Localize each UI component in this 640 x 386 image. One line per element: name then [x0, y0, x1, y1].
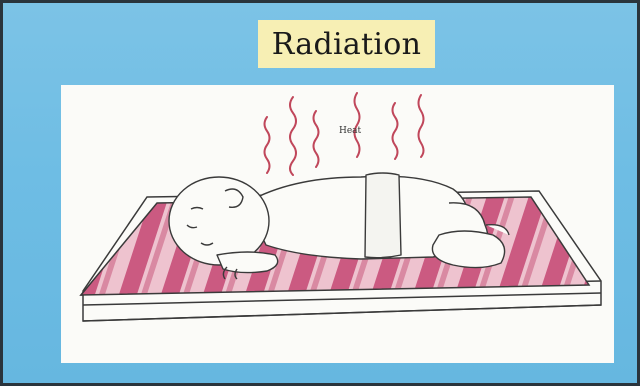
slide-title: Radiation [272, 27, 422, 62]
heat-wave-6 [419, 95, 424, 157]
heat-wave-3 [314, 111, 319, 167]
heat-wave-2 [290, 97, 296, 175]
heat-wave-1 [265, 117, 270, 173]
heat-label: Heat [339, 126, 361, 136]
heat-wave-5 [393, 103, 398, 159]
illustration-panel: Heat [61, 85, 614, 363]
title-box: Radiation [258, 20, 435, 68]
radiation-illustration [61, 85, 614, 363]
heat-wave-4 [355, 93, 360, 157]
